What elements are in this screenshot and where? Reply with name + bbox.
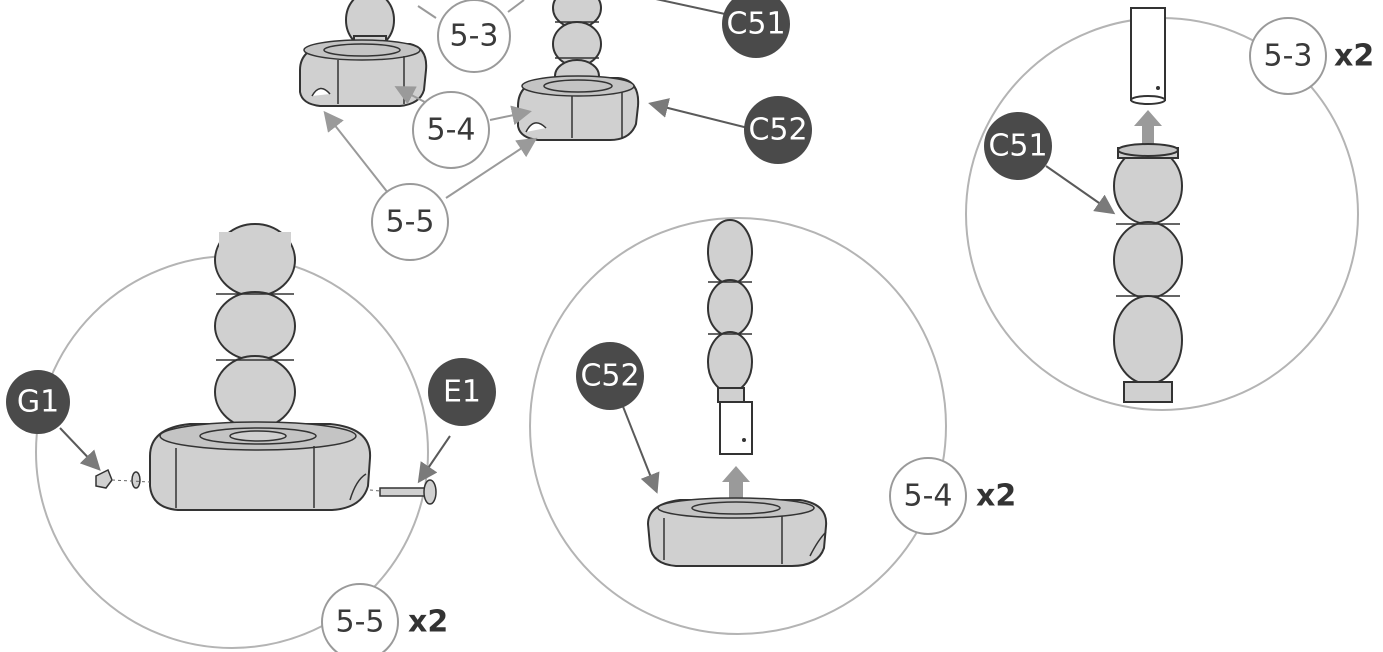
- detail-5-5-leg-assembly: [149, 223, 372, 511]
- detail-5-4-c51-sleeve: [707, 219, 753, 455]
- detail-5-3-callout: 5-3: [1249, 17, 1327, 95]
- leader-c51-detail: [1045, 165, 1116, 215]
- step-5-4-callout-top: 5-4: [412, 91, 490, 169]
- step-5-5-label-top: 5-5: [386, 205, 435, 240]
- detail-5-4-callout: 5-4: [889, 457, 967, 535]
- detail-5-4-qty: x2: [976, 479, 1016, 514]
- leader-c51-top: [655, 0, 726, 15]
- part-g1-callout: G1: [6, 370, 70, 434]
- top-right-leg-assembly: [517, 0, 640, 141]
- part-c51-callout-detail: C51: [984, 112, 1052, 180]
- part-e1-label: E1: [443, 375, 481, 410]
- leader-g1: [59, 427, 101, 471]
- step-5-3-label-top: 5-3: [450, 19, 499, 54]
- leader-5-5-right: [445, 137, 538, 199]
- detail-5-5-qty: x2: [408, 605, 448, 640]
- leader-5-5-left: [323, 110, 393, 199]
- leader-e1: [417, 435, 451, 484]
- top-left-leg-assembly: [299, 0, 428, 107]
- part-c52-callout-top: C52: [744, 96, 812, 164]
- detail-5-3-label: 5-3: [1264, 39, 1313, 74]
- step-5-3-callout-top: 5-3: [437, 0, 511, 73]
- part-c51-callout-top: C51: [722, 0, 790, 58]
- g1-nut-part: [95, 468, 151, 489]
- part-c52-label-detail: C52: [580, 359, 639, 394]
- detail-5-4-label: 5-4: [904, 479, 953, 514]
- up-arrow-icon: [1134, 110, 1162, 148]
- leader-5-4-right: [489, 105, 532, 126]
- detail-circle-5-4: [529, 217, 947, 635]
- part-c51-label-top: C51: [726, 7, 785, 42]
- e1-bolt-part: [369, 479, 437, 505]
- step-5-4-label-top: 5-4: [427, 113, 476, 148]
- part-e1-callout: E1: [428, 358, 496, 426]
- detail-5-3-qty: x2: [1334, 39, 1374, 74]
- leader-5-3-to-left: [507, 0, 525, 13]
- detail-5-3-c51-sleeve: [1113, 143, 1183, 403]
- part-c52-label-top: C52: [748, 113, 807, 148]
- detail-5-4-c52-base: [646, 497, 828, 567]
- leader-c52-detail: [621, 403, 660, 494]
- leader-c52-top: [648, 98, 749, 129]
- up-arrow-icon: [722, 466, 750, 506]
- detail-5-5-label: 5-5: [336, 605, 385, 640]
- part-c51-label-detail: C51: [988, 129, 1047, 164]
- leader-5-3-to-left-tip: [417, 5, 437, 19]
- detail-5-3-tube: [1130, 7, 1166, 105]
- part-c52-callout-detail: C52: [576, 342, 644, 410]
- step-5-5-callout-top: 5-5: [371, 183, 449, 261]
- part-g1-label: G1: [17, 385, 59, 420]
- detail-5-5-callout: 5-5: [321, 583, 399, 652]
